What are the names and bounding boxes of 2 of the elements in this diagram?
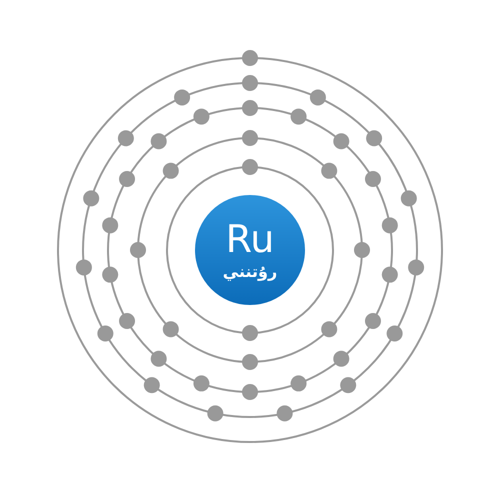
element-symbol: Ru (226, 218, 274, 260)
element-name: رۇتنني (222, 262, 278, 282)
